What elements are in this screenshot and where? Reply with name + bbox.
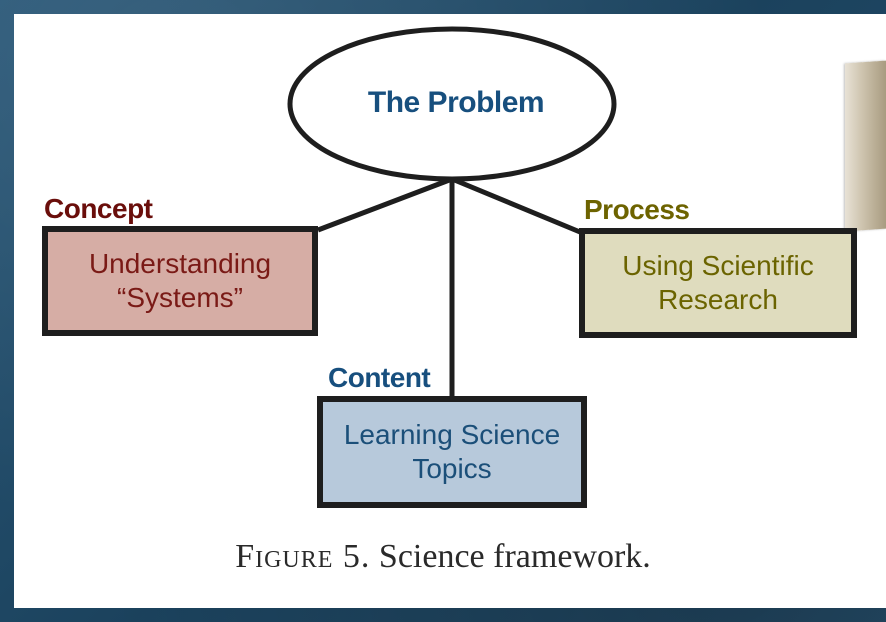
figure-caption-text: Science framework.	[378, 538, 651, 575]
process-category-label: Process	[584, 194, 690, 225]
content-category-label: Content	[328, 362, 431, 393]
concept-category-label: Concept	[44, 193, 153, 224]
concept-box: Understanding “Systems”	[42, 226, 318, 336]
process-box: Using Scientific Research	[579, 228, 857, 338]
problem-label: The Problem	[367, 86, 545, 119]
content-box: Learning Science Topics	[317, 396, 587, 508]
figure-caption: Figure 5. Science framework.	[0, 538, 886, 576]
connector-process	[451, 176, 581, 235]
connector-concept	[317, 176, 453, 233]
figure-label: Figure 5.	[235, 538, 371, 575]
